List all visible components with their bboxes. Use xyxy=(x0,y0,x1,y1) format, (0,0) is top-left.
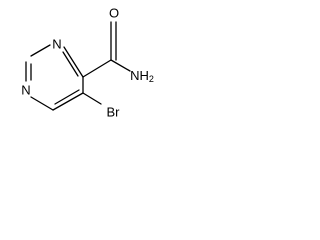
bond-n1-c6 xyxy=(30,96,54,111)
bond-carbonyl-n xyxy=(110,59,131,72)
bond-c4-n3 xyxy=(63,46,84,78)
bond-c4-carbonyl xyxy=(82,59,112,78)
atom-n3: N xyxy=(52,37,61,52)
bond-n3-c2 xyxy=(30,44,51,57)
carboxamide-group xyxy=(82,21,131,78)
atom-n1: N xyxy=(21,83,30,98)
bond-c5-br xyxy=(82,92,102,105)
atom-carbonyl-o: O xyxy=(109,6,119,21)
bond-c4-n3-inner xyxy=(62,51,79,77)
amide-h-subscript: 2 xyxy=(149,74,154,84)
bond-c6-c5-inner xyxy=(54,89,80,105)
amide-n-label: NH xyxy=(130,68,149,83)
chemical-structure: N N O NH2 Br xyxy=(21,6,154,120)
pyrimidine-ring xyxy=(25,44,84,111)
bond-c6-c5 xyxy=(52,92,84,111)
atom-bromine: Br xyxy=(107,105,121,120)
atom-amide-n: NH2 xyxy=(130,68,154,85)
